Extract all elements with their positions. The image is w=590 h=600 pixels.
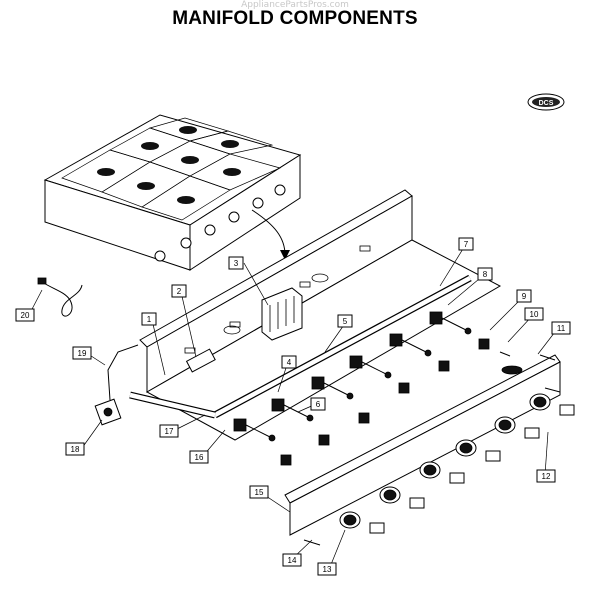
svg-text:20: 20 — [21, 311, 30, 320]
callout-20: 20 — [15, 308, 35, 322]
callout-11: 11 — [551, 321, 571, 335]
svg-text:DCS: DCS — [539, 100, 554, 107]
svg-text:10: 10 — [530, 310, 539, 319]
svg-text:12: 12 — [542, 472, 551, 481]
callout-17: 17 — [159, 424, 179, 438]
fasteners — [303, 351, 561, 546]
svg-text:13: 13 — [323, 565, 332, 574]
callout-1: 1 — [141, 312, 157, 326]
svg-text:6: 6 — [316, 400, 321, 409]
svg-text:16: 16 — [195, 453, 204, 462]
callout-2: 2 — [171, 284, 187, 298]
callout-4: 4 — [281, 355, 297, 369]
svg-text:17: 17 — [165, 427, 174, 436]
callout-10: 10 — [524, 307, 544, 321]
manifold-pipe — [129, 274, 472, 419]
callout-13: 13 — [317, 562, 337, 576]
svg-text:2: 2 — [177, 287, 182, 296]
svg-text:3: 3 — [234, 259, 239, 268]
knob-bezels — [339, 393, 575, 534]
dcs-logo: DCS — [527, 93, 565, 111]
svg-text:14: 14 — [288, 556, 297, 565]
svg-text:5: 5 — [343, 317, 348, 326]
callout-16: 16 — [189, 450, 209, 464]
callout-18: 18 — [65, 442, 85, 456]
callout-12: 12 — [536, 469, 556, 483]
callout-7: 7 — [458, 237, 474, 251]
callout-19: 19 — [72, 346, 92, 360]
svg-text:18: 18 — [71, 445, 80, 454]
svg-text:15: 15 — [255, 488, 264, 497]
power-cord — [37, 277, 83, 317]
svg-text:9: 9 — [522, 292, 527, 301]
callout-9: 9 — [516, 289, 532, 303]
cooktop-overview — [43, 114, 302, 271]
callout-3: 3 — [228, 256, 244, 270]
spark-module — [261, 287, 303, 341]
callout-6: 6 — [310, 397, 326, 411]
svg-text:8: 8 — [483, 270, 488, 279]
diagram-title: MANIFOLD COMPONENTS — [172, 8, 418, 29]
callout-5: 5 — [337, 314, 353, 328]
watermark: AppliancePartsPros.com — [241, 0, 349, 10]
callout-15: 15 — [249, 485, 269, 499]
svg-text:11: 11 — [557, 324, 566, 333]
burner-valves — [233, 311, 490, 466]
svg-text:7: 7 — [464, 240, 469, 249]
callout-8: 8 — [477, 267, 493, 281]
svg-text:19: 19 — [78, 349, 87, 358]
svg-text:4: 4 — [287, 358, 292, 367]
regulator — [94, 344, 139, 426]
callout-14: 14 — [282, 553, 302, 567]
svg-text:1: 1 — [147, 315, 152, 324]
front-control-panel — [284, 354, 561, 536]
terminal-block — [185, 348, 216, 373]
